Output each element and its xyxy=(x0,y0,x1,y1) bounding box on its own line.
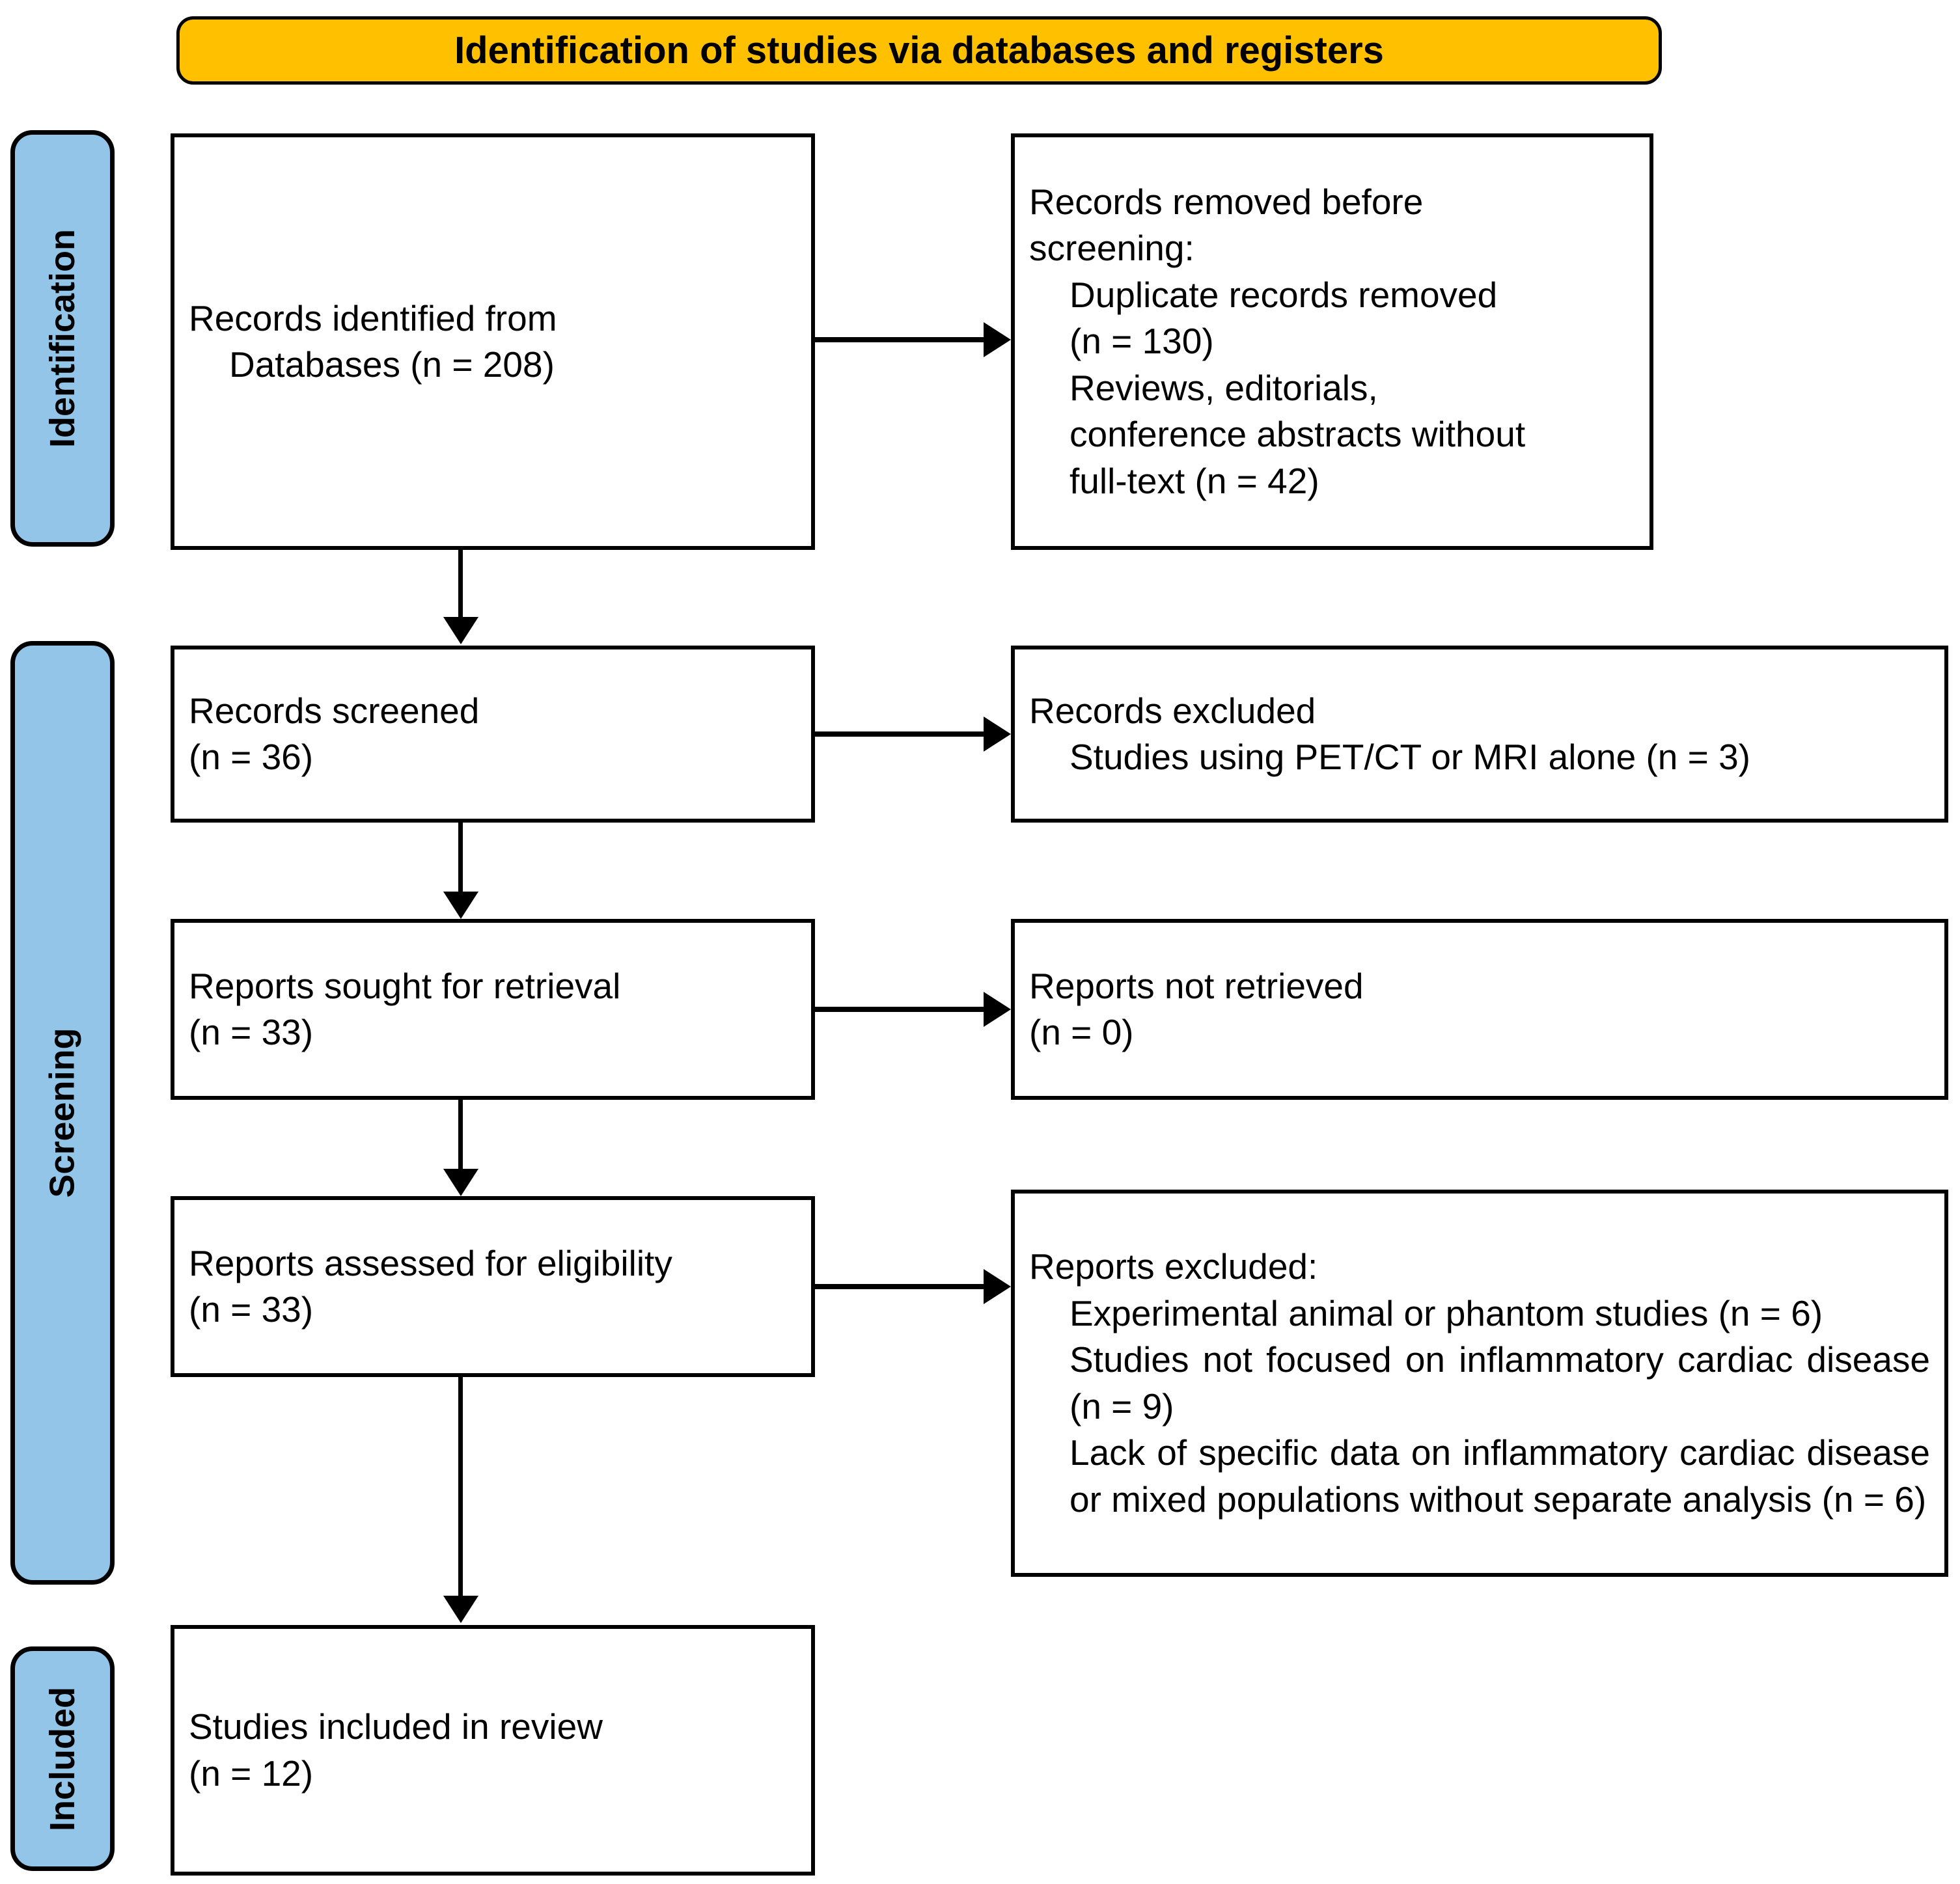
stage-label-screening-text: Screening xyxy=(43,1028,82,1198)
arrowhead-assessed-to-included xyxy=(443,1596,478,1623)
records-removed-line2-colon: : xyxy=(1184,228,1194,269)
box-records-identified-content: Records identified from Databases (n = 2… xyxy=(174,295,811,389)
reports-assessed-line2: (n = 33) xyxy=(189,1289,314,1330)
box-studies-included-content: Studies included in review (n = 12) xyxy=(174,1704,811,1797)
reports-excluded-line1: Reports excluded: xyxy=(1029,1246,1318,1287)
connector-screened-to-excluded xyxy=(815,731,985,737)
records-screened-line2: (n = 36) xyxy=(189,737,314,777)
arrowhead-sought-to-assessed xyxy=(443,1169,478,1196)
reports-assessed-line1: Reports assessed for eligibility xyxy=(189,1242,672,1283)
box-records-excluded-content: Records excluded Studies using PET/CT or… xyxy=(1015,688,1944,781)
box-records-screened: Records screened (n = 36) xyxy=(171,646,815,823)
arrowhead-assessed-to-excluded xyxy=(984,1269,1011,1304)
diagram-header-banner: Identification of studies via databases … xyxy=(176,16,1662,85)
records-removed-line4: (n = 130) xyxy=(1070,321,1214,362)
stage-label-included-text: Included xyxy=(43,1686,83,1831)
box-records-excluded: Records excluded Studies using PET/CT or… xyxy=(1011,646,1948,823)
connector-sought-to-assessed xyxy=(458,1100,463,1170)
connector-screened-to-sought xyxy=(458,823,463,893)
records-removed-line1: Records removed before xyxy=(1029,179,1635,226)
box-records-removed-content: Records removed before screening: Duplic… xyxy=(1015,179,1649,505)
records-removed-line6: conference abstracts without xyxy=(1070,414,1526,455)
records-identified-line1: Records identified from xyxy=(189,297,557,338)
reports-excluded-line2: Experimental animal or phantom studies (… xyxy=(1070,1292,1823,1333)
records-removed-line7: full-text (n = 42) xyxy=(1070,460,1319,501)
stage-label-screening: Screening xyxy=(10,641,115,1585)
box-reports-excluded-content: Reports excluded: Experimental animal or… xyxy=(1015,1244,1944,1523)
box-reports-assessed-content: Reports assessed for eligibility (n = 33… xyxy=(174,1240,811,1333)
connector-identified-to-removed xyxy=(815,337,985,342)
records-removed-line1-plain: Records removed xyxy=(1029,181,1322,222)
records-removed-line5: Reviews, editorials, xyxy=(1070,367,1378,408)
reports-excluded-line3: Studies not focused on inflammatory card… xyxy=(1070,1339,1940,1427)
box-reports-sought-content: Reports sought for retrieval (n = 33) xyxy=(174,963,811,1056)
records-removed-line2: screening: xyxy=(1029,225,1635,272)
box-records-screened-content: Records screened (n = 36) xyxy=(174,688,811,781)
connector-assessed-to-excluded xyxy=(815,1284,985,1289)
records-removed-line2-italic: screening xyxy=(1029,228,1185,269)
box-reports-not-retrieved-content: Reports not retrieved (n = 0) xyxy=(1015,963,1944,1056)
connector-identified-to-screened xyxy=(458,550,463,618)
records-identified-line2: Databases (n = 208) xyxy=(229,344,555,385)
stage-label-identification-text: Identification xyxy=(43,229,82,448)
reports-sought-line2: (n = 33) xyxy=(189,1012,314,1052)
stage-label-included: Included xyxy=(10,1646,115,1871)
box-reports-assessed: Reports assessed for eligibility (n = 33… xyxy=(171,1196,815,1377)
box-reports-excluded: Reports excluded: Experimental animal or… xyxy=(1011,1190,1948,1577)
stage-label-identification: Identification xyxy=(10,130,115,547)
connector-sought-to-not-retrieved xyxy=(815,1007,985,1012)
reports-sought-line1: Reports sought for retrieval xyxy=(189,965,621,1006)
records-excluded-line1: Records excluded xyxy=(1029,690,1316,731)
box-records-removed: Records removed before screening: Duplic… xyxy=(1011,133,1653,550)
box-reports-sought: Reports sought for retrieval (n = 33) xyxy=(171,919,815,1100)
connector-assessed-to-included xyxy=(458,1377,463,1598)
arrowhead-identified-to-screened xyxy=(443,617,478,644)
arrowhead-screened-to-excluded xyxy=(984,717,1011,752)
reports-not-retrieved-line2: (n = 0) xyxy=(1029,1012,1134,1052)
records-screened-line1: Records screened xyxy=(189,690,480,731)
box-records-identified: Records identified from Databases (n = 2… xyxy=(171,133,815,550)
studies-included-line1: Studies included in review xyxy=(189,1706,603,1747)
records-excluded-line2: Studies using PET/CT or MRI alone (n = 3… xyxy=(1070,737,1750,777)
arrowhead-identified-to-removed xyxy=(984,322,1011,357)
reports-not-retrieved-line1: Reports not retrieved xyxy=(1029,965,1364,1006)
diagram-title: Identification of studies via databases … xyxy=(454,29,1384,72)
arrowhead-sought-to-not-retrieved xyxy=(984,992,1011,1027)
records-removed-line1-italic: before xyxy=(1321,181,1424,222)
reports-excluded-line4: Lack of specific data on inflammatory ca… xyxy=(1070,1432,1940,1520)
arrowhead-screened-to-sought xyxy=(443,892,478,919)
records-removed-line3: Duplicate records removed xyxy=(1070,274,1498,315)
box-reports-not-retrieved: Reports not retrieved (n = 0) xyxy=(1011,919,1948,1100)
studies-included-line2: (n = 12) xyxy=(189,1753,314,1794)
box-studies-included: Studies included in review (n = 12) xyxy=(171,1625,815,1876)
